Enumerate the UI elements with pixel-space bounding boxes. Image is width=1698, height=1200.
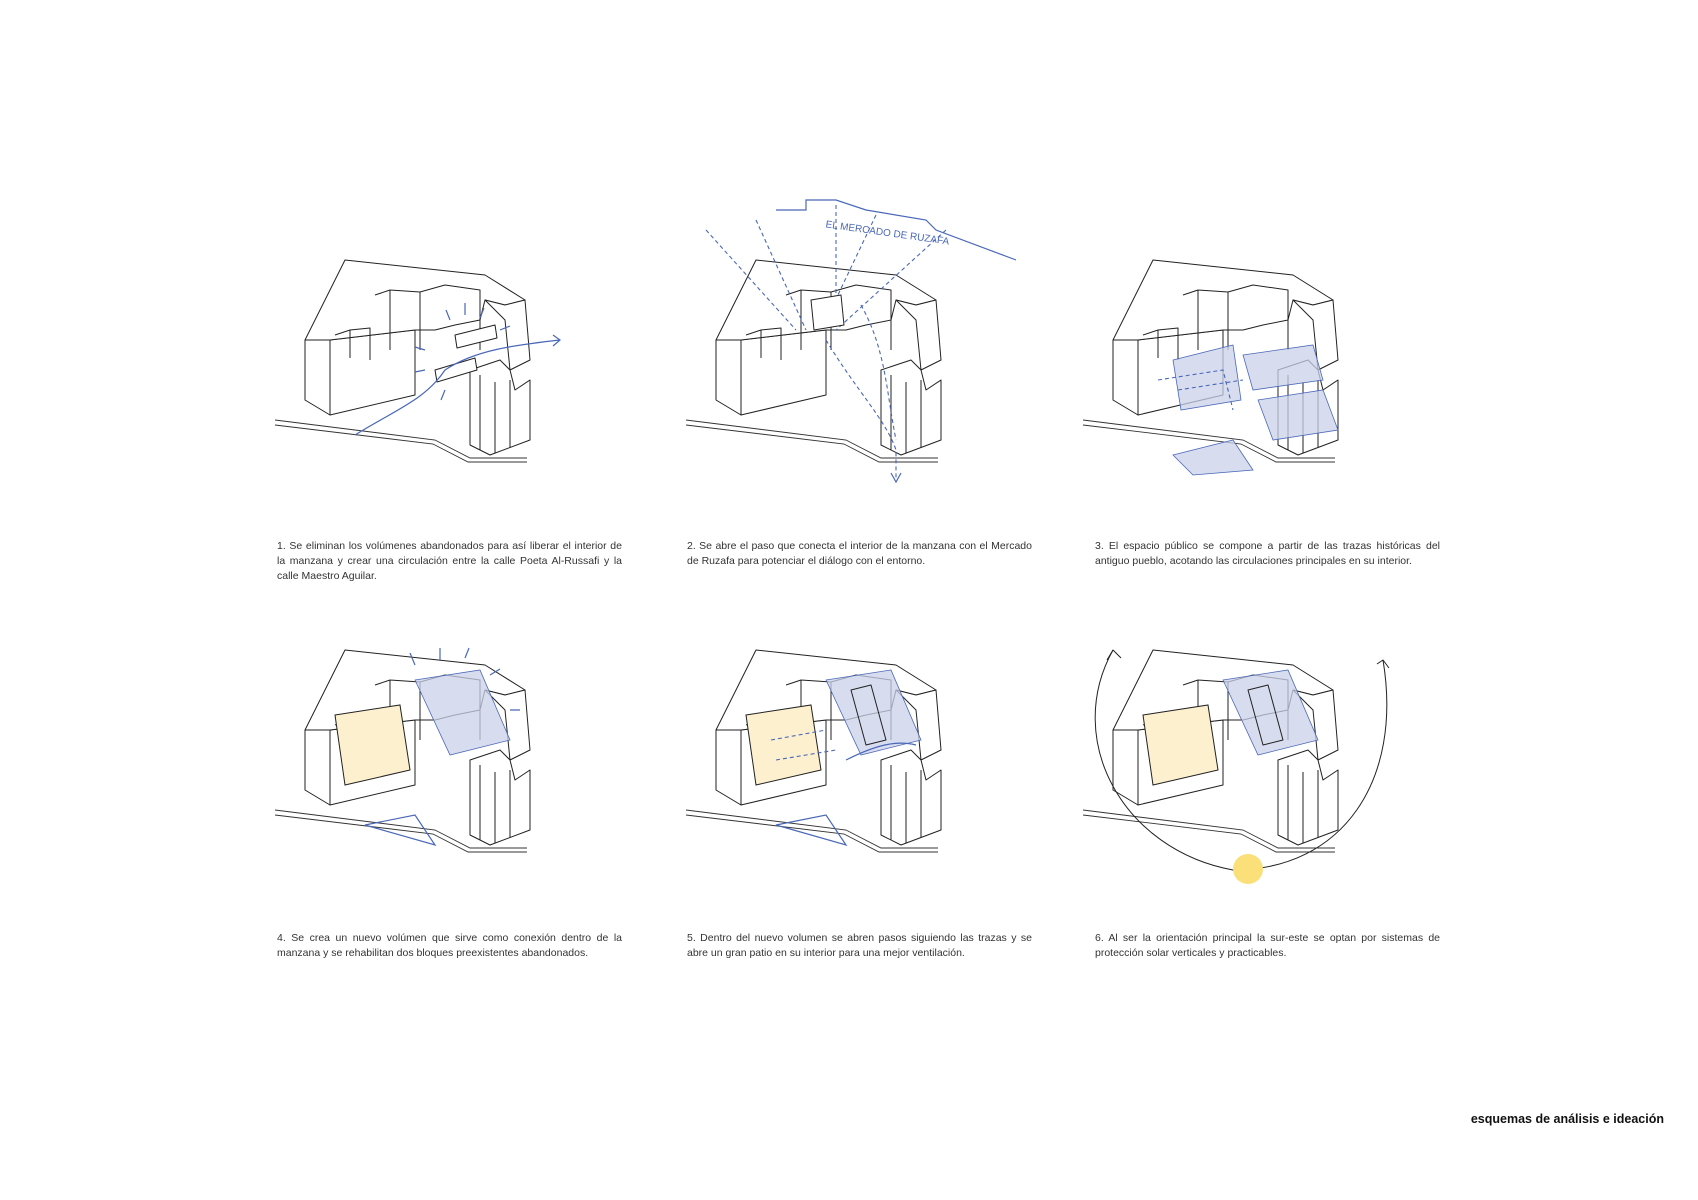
caption-6: 6. Al ser la orientación principal la su… <box>1095 932 1440 959</box>
page-footer-title: esquemas de análisis e ideación <box>1470 1112 1664 1126</box>
sun-icon <box>1233 854 1263 884</box>
diagram-panel-3 <box>1082 230 1443 560</box>
diagram-panel-1 <box>274 230 635 560</box>
caption-1: 1. Se eliminan los volúmenes abandonados… <box>277 540 622 582</box>
diagram-panel-2 <box>685 199 1046 560</box>
caption-5: 5. Dentro del nuevo volumen se abren pas… <box>687 932 1032 959</box>
caption-2: 2. Se abre el paso que conecta el interi… <box>687 540 1032 567</box>
diagram-panel-6 <box>1082 620 1443 950</box>
diagram-panel-4 <box>274 620 635 950</box>
caption-4: 4. Se crea un nuevo volúmen que sirve co… <box>277 932 622 959</box>
caption-3: 3. El espacio público se compone a parti… <box>1095 540 1440 567</box>
diagram-panel-5 <box>685 620 1046 950</box>
